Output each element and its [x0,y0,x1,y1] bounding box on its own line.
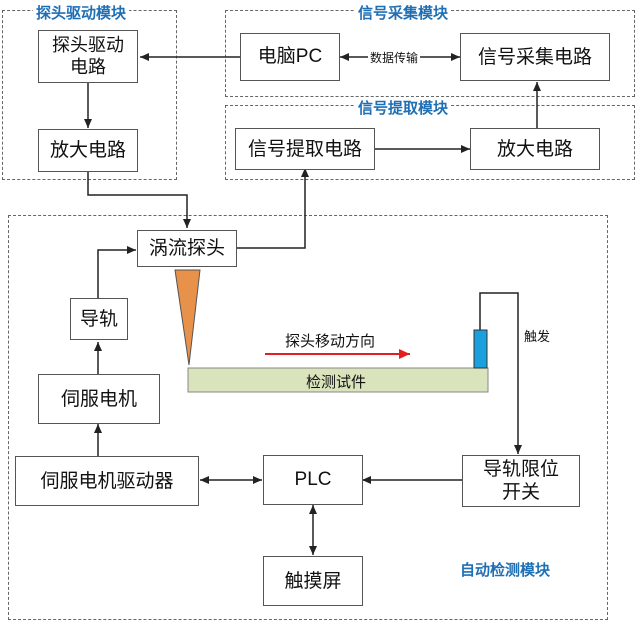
touch-screen-box: 触摸屏 [263,556,363,606]
computer-pc-box: 电脑PC [240,33,340,81]
signal-acquisition-circuit-label: 信号采集电路 [477,45,592,68]
amplifier-right-box: 放大电路 [470,128,600,170]
servo-motor-box: 伺服电机 [38,374,160,424]
amplifier-left-label: 放大电路 [49,139,126,162]
data-transfer-label: 数据传输 [368,49,421,66]
probe-drive-module-title: 探头驱动模块 [33,2,130,23]
eddy-current-probe-label: 涡流探头 [148,237,225,260]
probe-tip-icon [174,269,201,366]
plc-label: PLC [294,468,332,490]
limit-switch-line2: 开关 [501,481,540,503]
guide-rail-box: 导轨 [70,298,128,340]
signal-extraction-circuit-label: 信号提取电路 [247,137,362,160]
signal-extraction-module-title: 信号提取模块 [355,97,452,118]
limit-switch-line1: 导轨限位 [482,458,559,481]
auto-detection-module-title: 自动检测模块 [460,561,551,579]
servo-driver-label: 伺服电机驱动器 [40,469,174,492]
computer-pc-label: 电脑PC [257,45,323,67]
amplifier-right-label: 放大电路 [496,137,573,160]
limit-switch-box: 导轨限位 开关 [462,455,580,507]
signal-acquisition-circuit-box: 信号采集电路 [460,33,610,81]
touch-screen-label: 触摸屏 [284,569,342,592]
eddy-current-probe-box: 涡流探头 [137,230,237,267]
trigger-label: 触发 [524,330,551,345]
probe-drive-circuit-line2: 电路 [70,56,106,78]
probe-drive-circuit-line1: 探头驱动 [52,34,124,56]
plc-box: PLC [263,455,363,505]
probe-drive-circuit-box: 探头驱动 电路 [38,30,138,83]
amplifier-left-box: 放大电路 [38,129,138,172]
signal-acquisition-module-title: 信号采集模块 [355,2,452,23]
sensor-icon [473,329,488,369]
probe-direction-label: 探头移动方向 [285,332,376,350]
auto-detection-module [8,215,608,620]
servo-motor-label: 伺服电机 [60,387,137,410]
guide-rail-label: 导轨 [79,307,118,330]
test-piece-bar [187,367,489,393]
signal-extraction-circuit-box: 信号提取电路 [235,128,375,170]
servo-driver-box: 伺服电机驱动器 [15,456,199,506]
test-piece-label: 检测试件 [306,373,367,391]
